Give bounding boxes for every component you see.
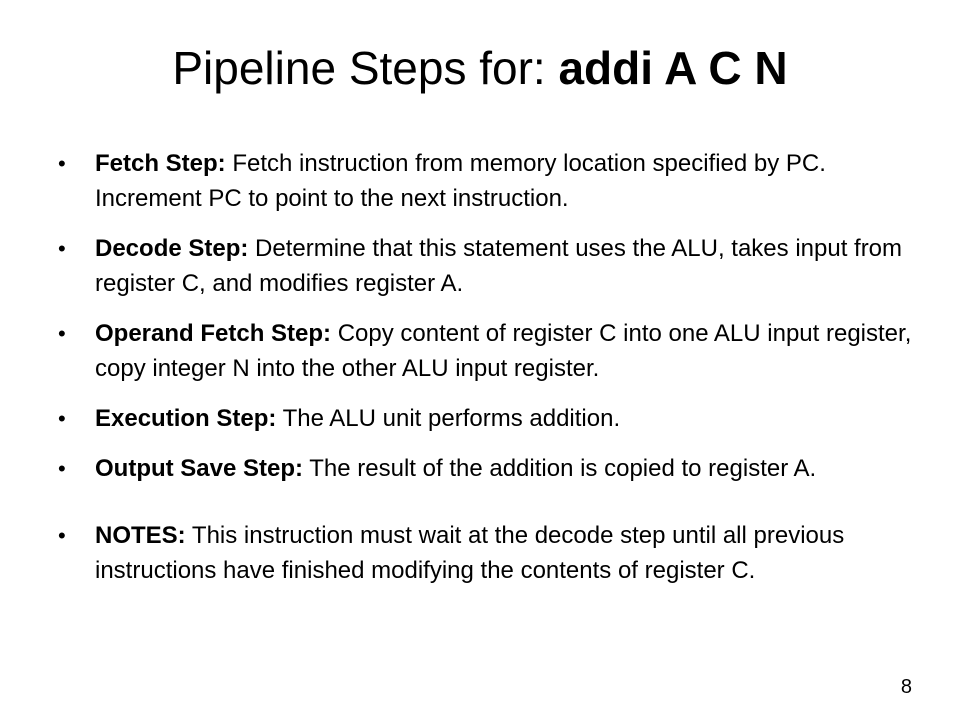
bullet-term: NOTES: [95, 522, 186, 549]
slide-title: Pipeline Steps for: addi A C N [0, 38, 960, 98]
bullet-text: Fetch instruction from memory location s… [95, 150, 826, 212]
bullet-icon: • [58, 456, 66, 481]
title-instruction: addi A C N [558, 42, 788, 94]
bullet-term: Decode Step: [95, 235, 249, 262]
bullet-icon: • [58, 151, 66, 176]
bullet-text: The result of the addition is copied to … [303, 455, 817, 482]
bullet-icon: • [58, 406, 66, 431]
page-number: 8 [900, 676, 912, 698]
bullet-term: Execution Step: [95, 405, 277, 432]
bullet-text: Copy content of register C into one ALU … [95, 320, 912, 382]
bullet-operand-fetch-step: • Operand Fetch Step: Copy content of re… [58, 316, 918, 386]
bullet-notes: • NOTES: This instruction must wait at t… [58, 518, 918, 588]
bullet-text: The ALU unit performs addition. [276, 405, 621, 432]
bullet-text: This instruction must wait at the decode… [95, 522, 845, 584]
bullet-list: • Fetch Step: Fetch instruction from mem… [58, 146, 918, 603]
bullet-decode-step: • Decode Step: Determine that this state… [58, 231, 918, 301]
bullet-icon: • [58, 523, 66, 548]
bullet-icon: • [58, 321, 66, 346]
bullet-execution-step: • Execution Step: The ALU unit performs … [58, 401, 918, 436]
title-prefix: Pipeline Steps for: [172, 42, 559, 94]
bullet-term: Fetch Step: [95, 150, 226, 177]
bullet-icon: • [58, 236, 66, 261]
bullet-fetch-step: • Fetch Step: Fetch instruction from mem… [58, 146, 918, 216]
bullet-term: Operand Fetch Step: [95, 320, 332, 347]
bullet-term: Output Save Step: [95, 455, 304, 482]
bullet-output-save-step: • Output Save Step: The result of the ad… [58, 451, 918, 486]
bullet-text: Determine that this statement uses the A… [95, 235, 903, 297]
